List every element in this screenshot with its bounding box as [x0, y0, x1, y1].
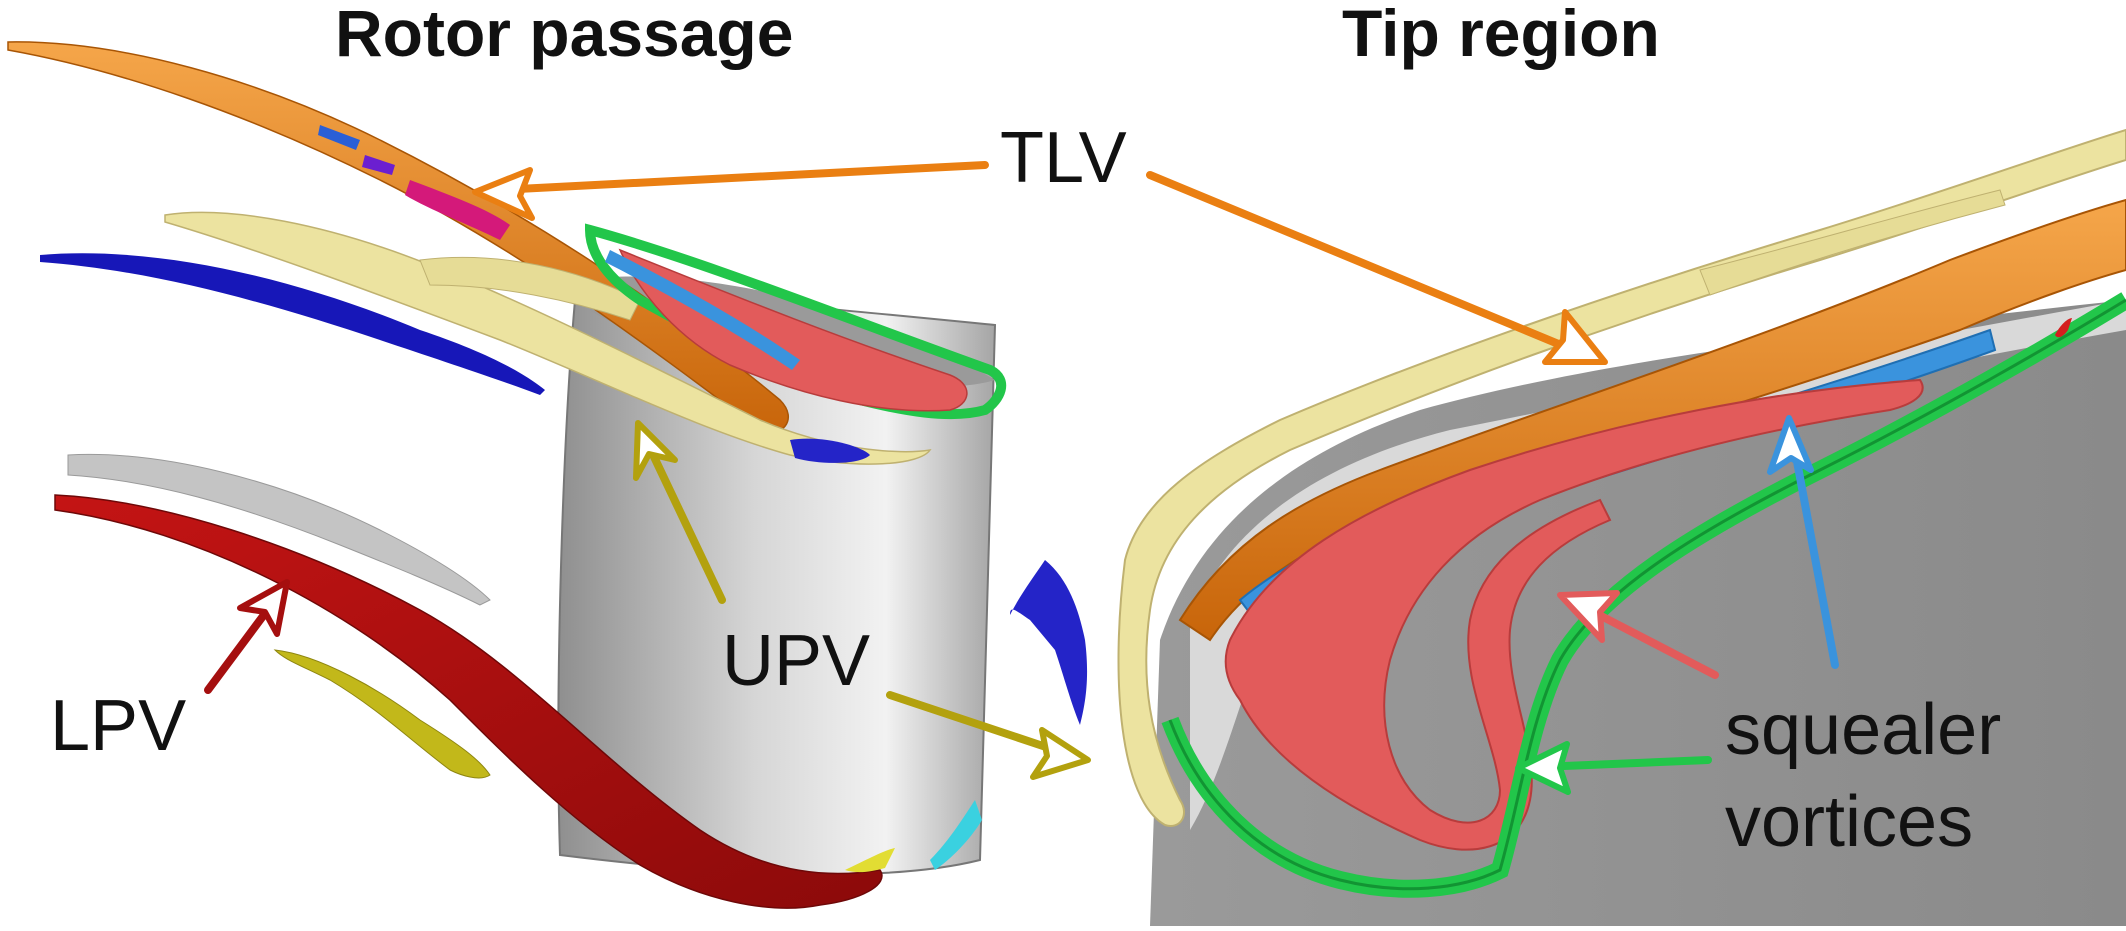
squealer-red-left [618, 248, 968, 412]
arrow-tlv-left [494, 161, 989, 194]
squealer-green-left [584, 223, 1007, 420]
arrow-squealer-green [1536, 756, 1712, 771]
squealer-green-edge [1168, 298, 2126, 891]
tlv-inner-magenta [405, 180, 510, 240]
left-panel [7, 41, 1007, 909]
right-panel-title: Tip region [1342, 0, 1660, 70]
arrow-tlv-right [1146, 171, 1589, 359]
blade-hub-edge [930, 800, 982, 870]
cream-tube-branch [1699, 189, 2006, 296]
tlv-inner-purple [362, 155, 395, 175]
tlv-tube-left [7, 41, 789, 434]
label-tlv: TLV [1000, 118, 1127, 198]
label-upv: UPV [722, 621, 871, 701]
grey-vortex [67, 453, 491, 606]
label-squealer-line1: squealer [1725, 690, 2002, 770]
arrowhead-lpv [237, 579, 290, 637]
arrowhead-upv-up [633, 420, 678, 481]
label-squealer-line2: vortices [1725, 782, 1974, 862]
blue-shard [1010, 560, 1088, 725]
red-marker [2055, 318, 2072, 338]
olive-vortex [273, 649, 491, 779]
upv-branch-left [419, 256, 641, 321]
yellow-hub-patch [845, 848, 895, 873]
lpv-tube [54, 494, 883, 909]
arrowhead-upv-right [1030, 727, 1091, 780]
tlv-inner-blue [318, 125, 360, 150]
blue-lump [790, 438, 870, 463]
arrow-squealer-blue [1789, 436, 1839, 669]
annotation-arrows [204, 161, 1839, 795]
squealer-blue-left [605, 250, 800, 370]
arrow-upv-up [642, 436, 726, 604]
arrow-upv-right [886, 691, 1074, 759]
arrowhead-squealer-green [1515, 741, 1571, 795]
label-lpv: LPV [50, 686, 187, 766]
arrowhead-squealer-blue [1767, 415, 1814, 475]
arrowhead-tlv-left [472, 167, 535, 221]
left-panel-title: Rotor passage [335, 0, 794, 70]
right-panel [1010, 128, 2126, 926]
arrowhead-squealer-red [1557, 590, 1620, 643]
arrowhead-tlv-right [1542, 309, 1608, 365]
